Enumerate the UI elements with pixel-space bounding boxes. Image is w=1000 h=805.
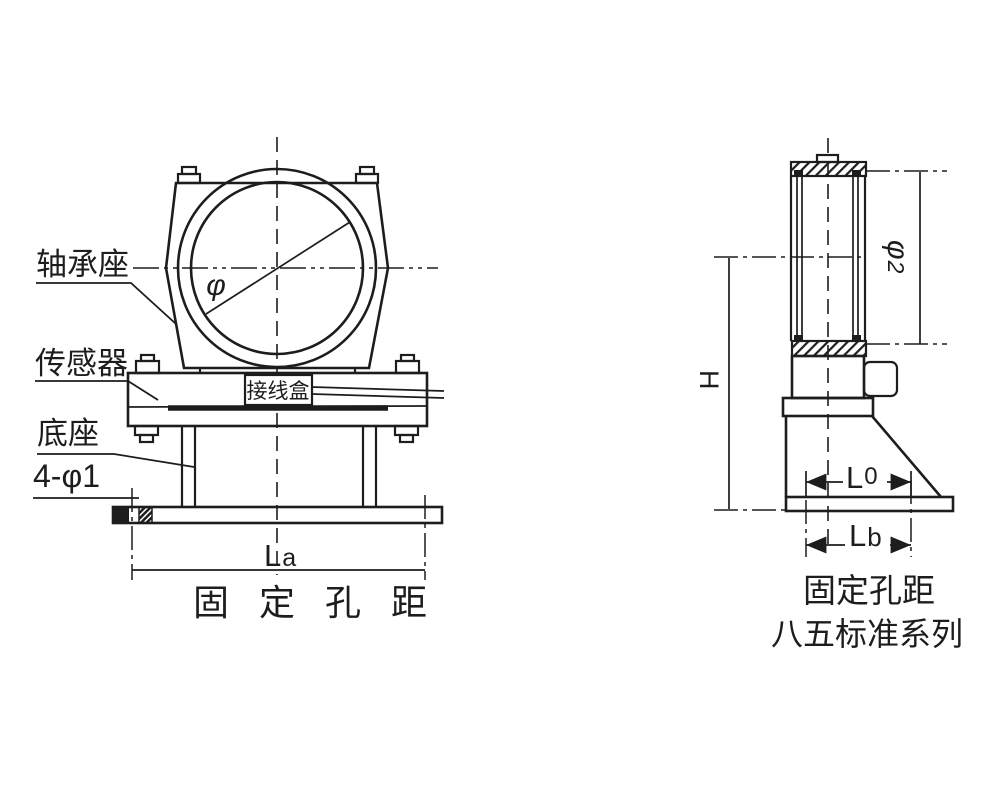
- upper-section-band: [789, 160, 868, 178]
- label-mounting-holes: 4-φ1: [33, 458, 139, 499]
- bore-diameter-symbol: φ: [206, 269, 226, 302]
- seal-block-top-left: [794, 170, 803, 177]
- base-gusset-slant: [871, 415, 942, 498]
- svg-text:4-φ1: 4-φ1: [33, 458, 100, 494]
- svg-text:轴承座: 轴承座: [36, 247, 129, 282]
- sensor-plate-side: [781, 396, 875, 418]
- base-section-hatch-left: [113, 507, 129, 523]
- base-flange-side: [784, 495, 955, 513]
- sensor-bolt-bottom-right: [393, 424, 420, 444]
- cable-line-upper: [311, 386, 445, 392]
- junction-box: [243, 373, 314, 407]
- seal-block-top-right: [852, 170, 861, 177]
- junction-box-label: 接线盒: [247, 380, 310, 403]
- dim-label-lb: Lb: [849, 518, 882, 553]
- stand-legs: [180, 426, 378, 507]
- lower-section-band: [790, 339, 868, 358]
- front-view: φ 接线盒: [33, 137, 445, 623]
- bore-diameter-line: [205, 221, 351, 315]
- housing-bolt-left: [176, 165, 202, 185]
- seal-block-bottom-left: [794, 335, 803, 342]
- seal-block-bottom-right: [852, 335, 861, 342]
- dim-label-la: La: [264, 538, 296, 573]
- dim-label-h: H: [694, 370, 724, 390]
- housing-bolt-right: [354, 165, 380, 185]
- side-view-caption-line2: 八五标准系列: [771, 616, 963, 652]
- svg-text:传感器: 传感器: [35, 346, 128, 381]
- cylinder-body: [789, 170, 867, 342]
- front-view-caption: 固 定 孔 距: [193, 582, 437, 623]
- dim-label-lo: L0: [846, 460, 878, 495]
- label-base: 底座: [37, 416, 195, 468]
- svg-text:底座: 底座: [37, 416, 99, 451]
- side-view-caption-line1: 固定孔距: [803, 572, 935, 609]
- bore-outer-circle: [176, 167, 378, 369]
- label-sensor: 传感器: [35, 346, 159, 401]
- base-section-hatch-right: [138, 506, 153, 524]
- junction-box-side: [862, 360, 899, 398]
- side-view: H φ2 L0 Lb 固定孔距 八五标准系列: [694, 138, 963, 652]
- label-bearing-seat: 轴承座: [36, 247, 177, 325]
- sensor-bolt-bottom-left: [133, 424, 160, 444]
- sensor-plate: [126, 371, 429, 428]
- bore-inner-circle: [189, 180, 365, 356]
- sensor-bolt-top-left: [134, 353, 161, 375]
- sensor-bolt-top-right: [394, 353, 421, 375]
- cable-line-lower: [311, 393, 445, 399]
- dim-label-phi2: φ2: [881, 240, 914, 274]
